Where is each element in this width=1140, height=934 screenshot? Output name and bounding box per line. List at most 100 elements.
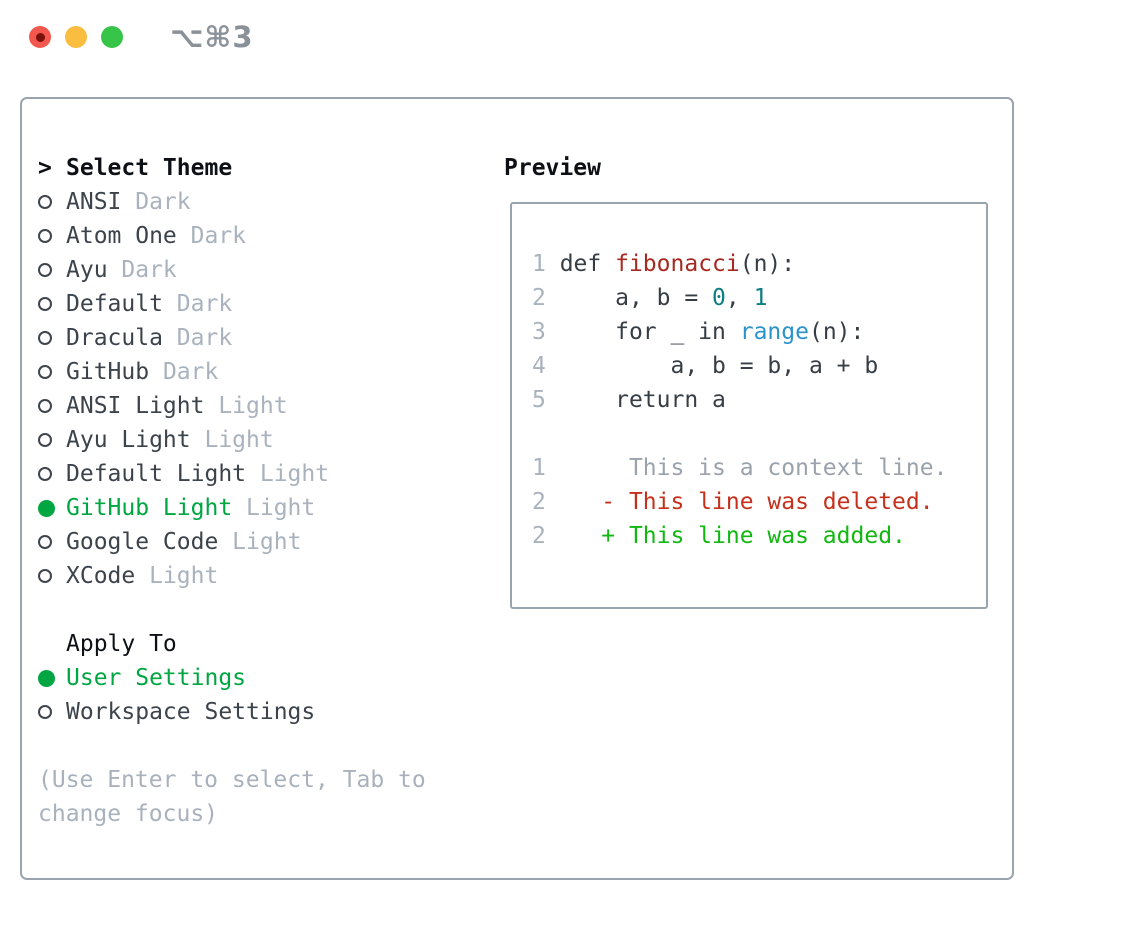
theme-name: Default [66,291,163,317]
theme-variant-label: Dark [149,359,219,385]
close-dot-icon [35,32,45,42]
theme-variant-label: Dark [162,325,233,351]
theme-option-atom-one[interactable]: Atom One Dark [38,219,488,253]
theme-option-xcode[interactable]: XCode Light [38,559,488,593]
theme-option-ayu-light[interactable]: Ayu Light Light [38,423,488,457]
code-segment-code: (n): [808,319,865,345]
line-number: 2 [532,285,546,311]
theme-variant-label: Dark [162,291,233,317]
code-segment-code: for _ in [545,319,740,345]
code-segment-code: a, b = b, a + b [545,353,879,379]
theme-variant-label: Light [218,529,302,555]
code-line: 5 return a [532,383,986,417]
radio-unselected-icon [38,399,66,413]
line-number: 5 [532,387,546,413]
apply-option-workspace-settings[interactable]: Workspace Settings [38,695,488,729]
radio-unselected-icon [38,195,66,209]
theme-name: ANSI [66,189,122,215]
apply-option-label: Workspace Settings [66,699,316,725]
code-line-blank [532,417,986,451]
code-segment-code: return a [545,387,726,413]
theme-option-dracula[interactable]: Dracula Dark [38,321,488,355]
window-shortcut-title: ⌥⌘3 [170,20,254,54]
radio-unselected-icon [38,297,66,311]
radio-unselected-icon [38,467,66,481]
code-segment-function: fibonacci [615,251,740,277]
radio-unselected-icon [38,263,66,277]
code-segment-deleted: - This line was deleted. [545,489,934,515]
minimize-button[interactable] [65,26,87,48]
line-number: 2 [532,489,546,515]
theme-name: XCode [66,563,136,589]
code-segment-number: 0 [712,285,726,311]
line-number: 2 [532,523,546,549]
theme-variant-label: Light [190,427,274,453]
code-line: 4 a, b = b, a + b [532,349,986,383]
line-number: 1 [532,251,546,277]
code-line: 1 This is a context line. [532,451,986,485]
radio-unselected-icon [38,331,66,345]
code-segment-number: 1 [753,285,768,311]
spacer [38,593,488,627]
theme-variant-label: Dark [107,257,177,283]
theme-option-default[interactable]: Default Dark [38,287,488,321]
theme-name: GitHub [66,359,150,385]
select-theme-header: > Select Theme [38,151,488,185]
code-segment-code: a, b = [545,285,713,311]
code-segment-code: (n): [739,251,796,277]
theme-name: Atom One [66,223,177,249]
code-segment-builtin: range [739,319,809,345]
apply-option-label: User Settings [66,665,247,691]
theme-name: ANSI Light [66,393,205,419]
theme-option-default-light[interactable]: Default Light Light [38,457,488,491]
theme-variant-label: Dark [176,223,247,249]
theme-variant-label: Light [232,495,316,521]
theme-variant-label: Dark [121,189,191,215]
zoom-button[interactable] [101,26,123,48]
radio-unselected-icon [38,569,66,583]
theme-name: Dracula [66,325,163,351]
titlebar: ⌥⌘3 [0,0,1140,97]
code-line: 2 - This line was deleted. [532,485,986,519]
theme-name: Google Code [66,529,219,555]
theme-option-google-code[interactable]: Google Code Light [38,525,488,559]
theme-name: Default Light [66,461,247,487]
apply-to-header: Apply To [38,627,488,661]
radio-selected-icon [38,499,66,517]
theme-variant-label: Light [246,461,330,487]
theme-option-ansi-light[interactable]: ANSI Light Light [38,389,488,423]
theme-variant-label: Light [135,563,219,589]
theme-option-github[interactable]: GitHub Dark [38,355,488,389]
radio-selected-icon [38,669,66,687]
apply-to-title: Apply To [66,631,177,657]
theme-option-github-light[interactable]: GitHub Light Light [38,491,488,525]
theme-option-ayu[interactable]: Ayu Dark [38,253,488,287]
close-button[interactable] [29,26,51,48]
theme-name: Ayu [66,257,108,283]
theme-name: Ayu Light [66,427,191,453]
line-number: 4 [532,353,546,379]
line-number: 1 [532,455,546,481]
spacer [38,729,488,763]
radio-unselected-icon [38,433,66,447]
theme-name: GitHub Light [66,495,233,521]
code-segment-code: , [725,285,754,311]
code-line: 3 for _ in range(n): [532,315,986,349]
preview-title: Preview [504,155,601,181]
code-segment-added: + This line was added. [545,523,906,549]
code-line: 2 a, b = 0, 1 [532,281,986,315]
theme-option-ansi[interactable]: ANSI Dark [38,185,488,219]
apply-option-user-settings[interactable]: User Settings [38,661,488,695]
code-segment-code: def [545,251,616,277]
radio-unselected-icon [38,705,66,719]
radio-unselected-icon [38,535,66,549]
hint-text: (Use Enter to select, Tab to change focu… [38,767,426,827]
prompt-caret-icon: > [38,155,52,181]
radio-unselected-icon [38,365,66,379]
